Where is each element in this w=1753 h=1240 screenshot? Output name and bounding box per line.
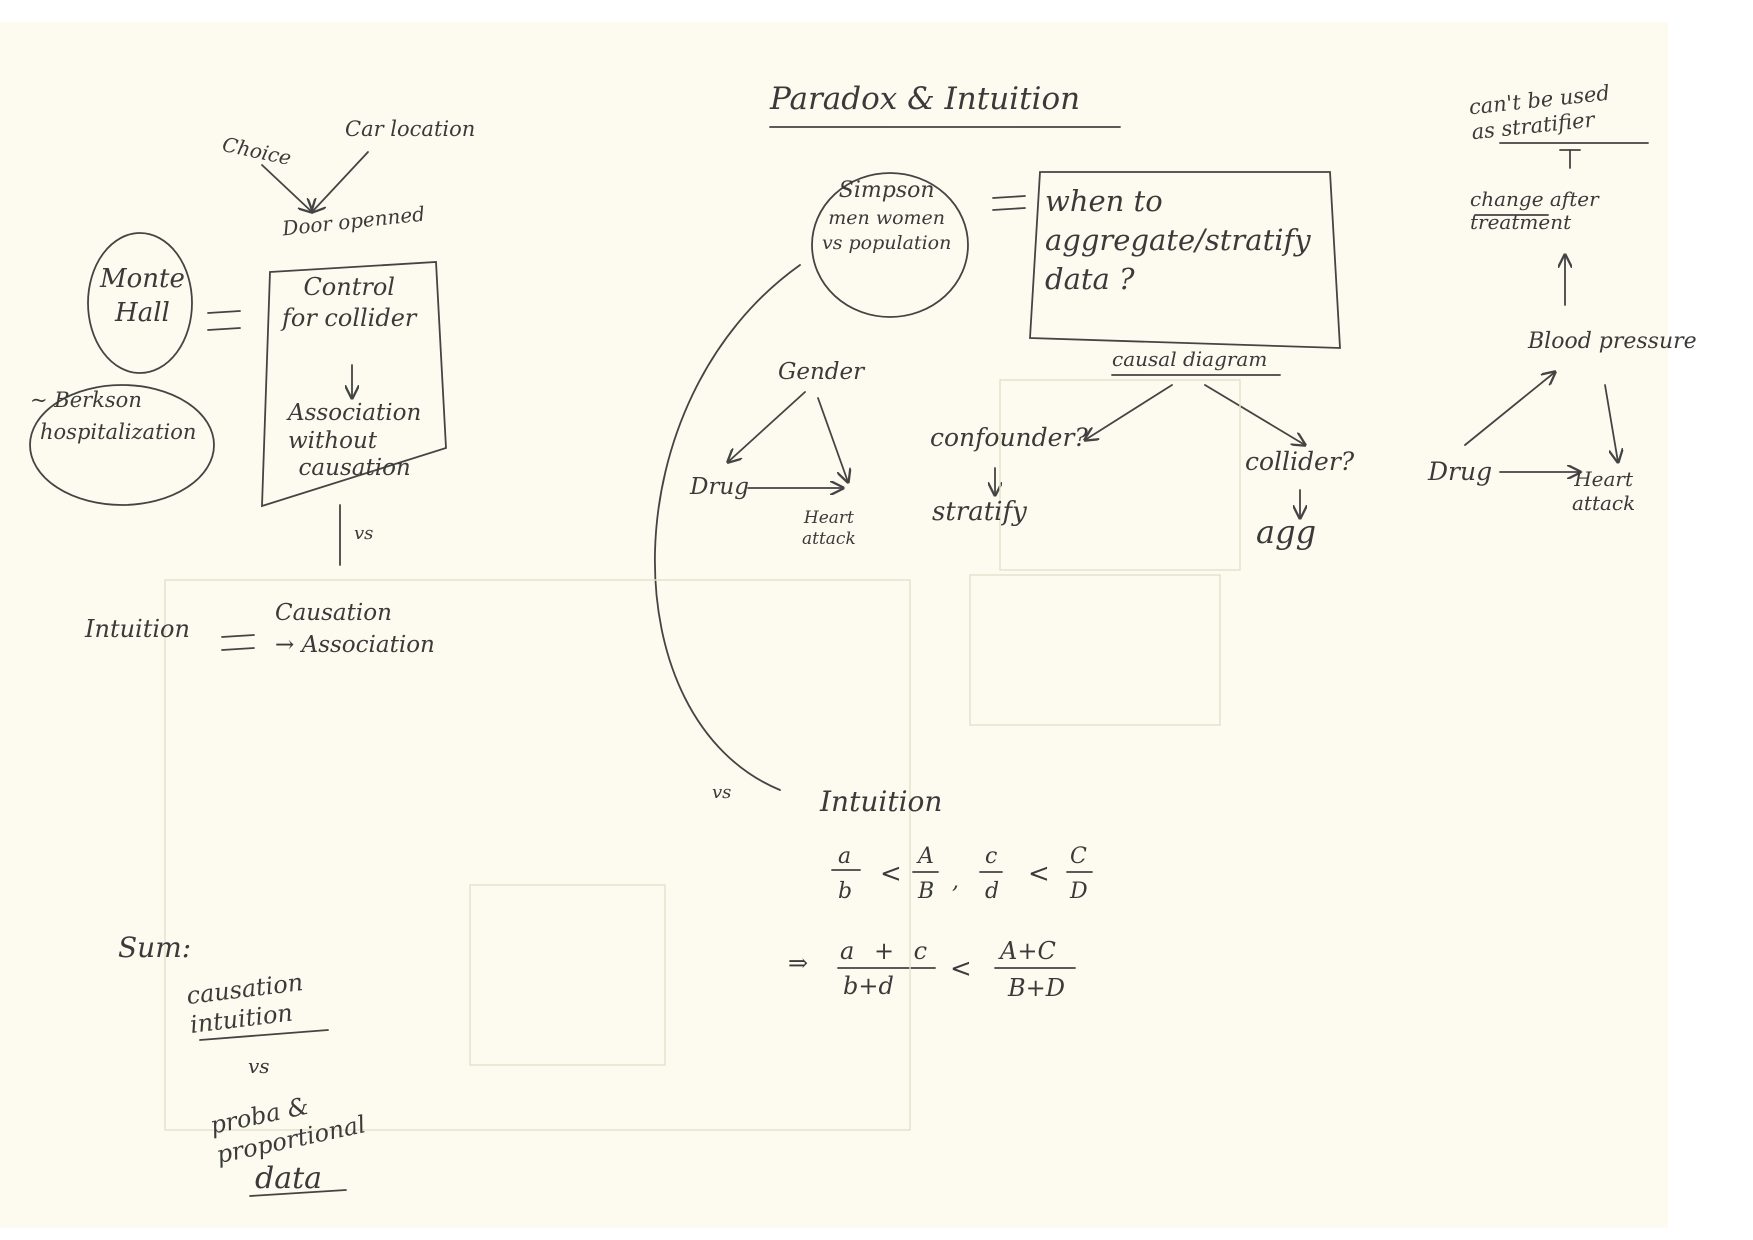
causation-association-label: Causation → Association <box>275 597 435 661</box>
frac-d: d <box>985 879 1000 904</box>
simpson-to-intuition-curve <box>654 264 801 791</box>
when-to-aggregate-label: when to aggregate/stratify data ? <box>1045 182 1311 299</box>
gender-label: Gender <box>778 359 865 385</box>
when-to-text: when to <box>1045 184 1163 218</box>
page-top-edge <box>0 0 1753 22</box>
page-title: Paradox & Intuition <box>770 81 1081 117</box>
change-after-treatment-label: change after treatment <box>1470 188 1599 234</box>
frac-b: b <box>838 879 853 904</box>
frac-A: A <box>918 844 934 869</box>
simpson-ellipse <box>811 172 969 318</box>
treatment-text: treatment <box>1470 210 1572 234</box>
arrow-association-text: → Association <box>275 632 435 659</box>
heart-text-2: Heart <box>1574 467 1634 491</box>
berkson-ellipse <box>29 384 215 506</box>
frac-a-plus-c: a + c <box>840 937 934 965</box>
frac-A-plus-C: A+C <box>1000 937 1056 965</box>
hall-text: Hall <box>115 297 170 328</box>
frac-B-plus-D: B+D <box>1008 974 1065 1002</box>
stratify-label: stratify <box>932 497 1027 527</box>
simpson-label: Simpson men women vs population <box>822 176 951 257</box>
monte-hall-label: Monte Hall <box>100 263 185 331</box>
drug-label-1: Drug <box>690 474 749 500</box>
men-women-text: men women <box>828 206 946 229</box>
vs-label-left: vs <box>354 523 374 544</box>
monte-text: Monte <box>100 264 185 294</box>
berkson-text: ~ Berkson <box>30 388 142 412</box>
less-than-2: < <box>1028 859 1050 889</box>
hospitalization-text: hospitalization <box>40 419 197 444</box>
heart-attack-label-1: Heart attack <box>802 508 856 551</box>
vs-label-curve: vs <box>712 782 732 803</box>
monte-hall-ellipse <box>87 232 193 374</box>
frac-B: B <box>918 879 935 904</box>
change-after-text: change after <box>1470 187 1599 211</box>
without-text: without <box>288 427 378 454</box>
arrow-car-to-door <box>312 151 369 212</box>
less-than-3: < <box>950 954 972 984</box>
aggregate-box <box>1029 171 1341 349</box>
control-for-collider-label: Control for collider <box>282 272 416 334</box>
causation2-text: Causation <box>275 600 392 626</box>
attack-text-1: attack <box>802 529 856 550</box>
page-bottom-edge <box>0 1228 1753 1240</box>
implies-arrow: ⇒ <box>788 949 809 977</box>
data-text: data ? <box>1045 262 1135 297</box>
frac-a: a <box>838 844 852 869</box>
blood-pressure-label: Blood pressure <box>1528 329 1697 354</box>
heart-attack-label-2: Heart attack <box>1572 467 1635 515</box>
intuition-label-left: Intuition <box>85 615 190 643</box>
vs-population-text: vs population <box>822 232 952 255</box>
frac-b-plus-d: b+d <box>843 972 894 1000</box>
drug-label-2: Drug <box>1428 457 1493 486</box>
simpson-text: Simpson <box>838 178 935 203</box>
page-right-margin <box>1668 0 1753 1240</box>
confounder-label: confounder? <box>930 423 1088 452</box>
comma: , <box>952 869 959 894</box>
intuition-label-center: Intuition <box>820 785 943 818</box>
car-location-label: Car location <box>345 117 476 141</box>
association-without-causation-label: Association without causation <box>288 400 421 483</box>
sum-label: Sum: <box>118 931 192 964</box>
summary-vs-label: vs <box>248 1054 270 1078</box>
frac-D: D <box>1070 879 1088 904</box>
collider-label: collider? <box>1245 447 1355 476</box>
attack-text-2: attack <box>1572 491 1636 515</box>
aggregate-text: aggregate/stratify <box>1045 223 1311 258</box>
less-than-1: < <box>880 859 902 889</box>
arrow-choice-to-door <box>261 164 312 212</box>
frac-C: C <box>1070 844 1087 869</box>
summary-data-label: data <box>255 1161 323 1196</box>
agg-label: agg <box>1256 513 1317 551</box>
for-collider-text: for collider <box>282 304 417 333</box>
frac-c: c <box>985 844 998 869</box>
collider-box <box>261 261 447 508</box>
causal-diagram-label: causal diagram <box>1112 347 1268 371</box>
association-text: Association <box>288 400 422 426</box>
causation-text: causation <box>298 455 411 482</box>
berkson-label: ~ Berkson hospitalization <box>30 385 196 448</box>
heart-text-1: Heart <box>803 508 854 528</box>
control-text: Control <box>303 273 395 301</box>
